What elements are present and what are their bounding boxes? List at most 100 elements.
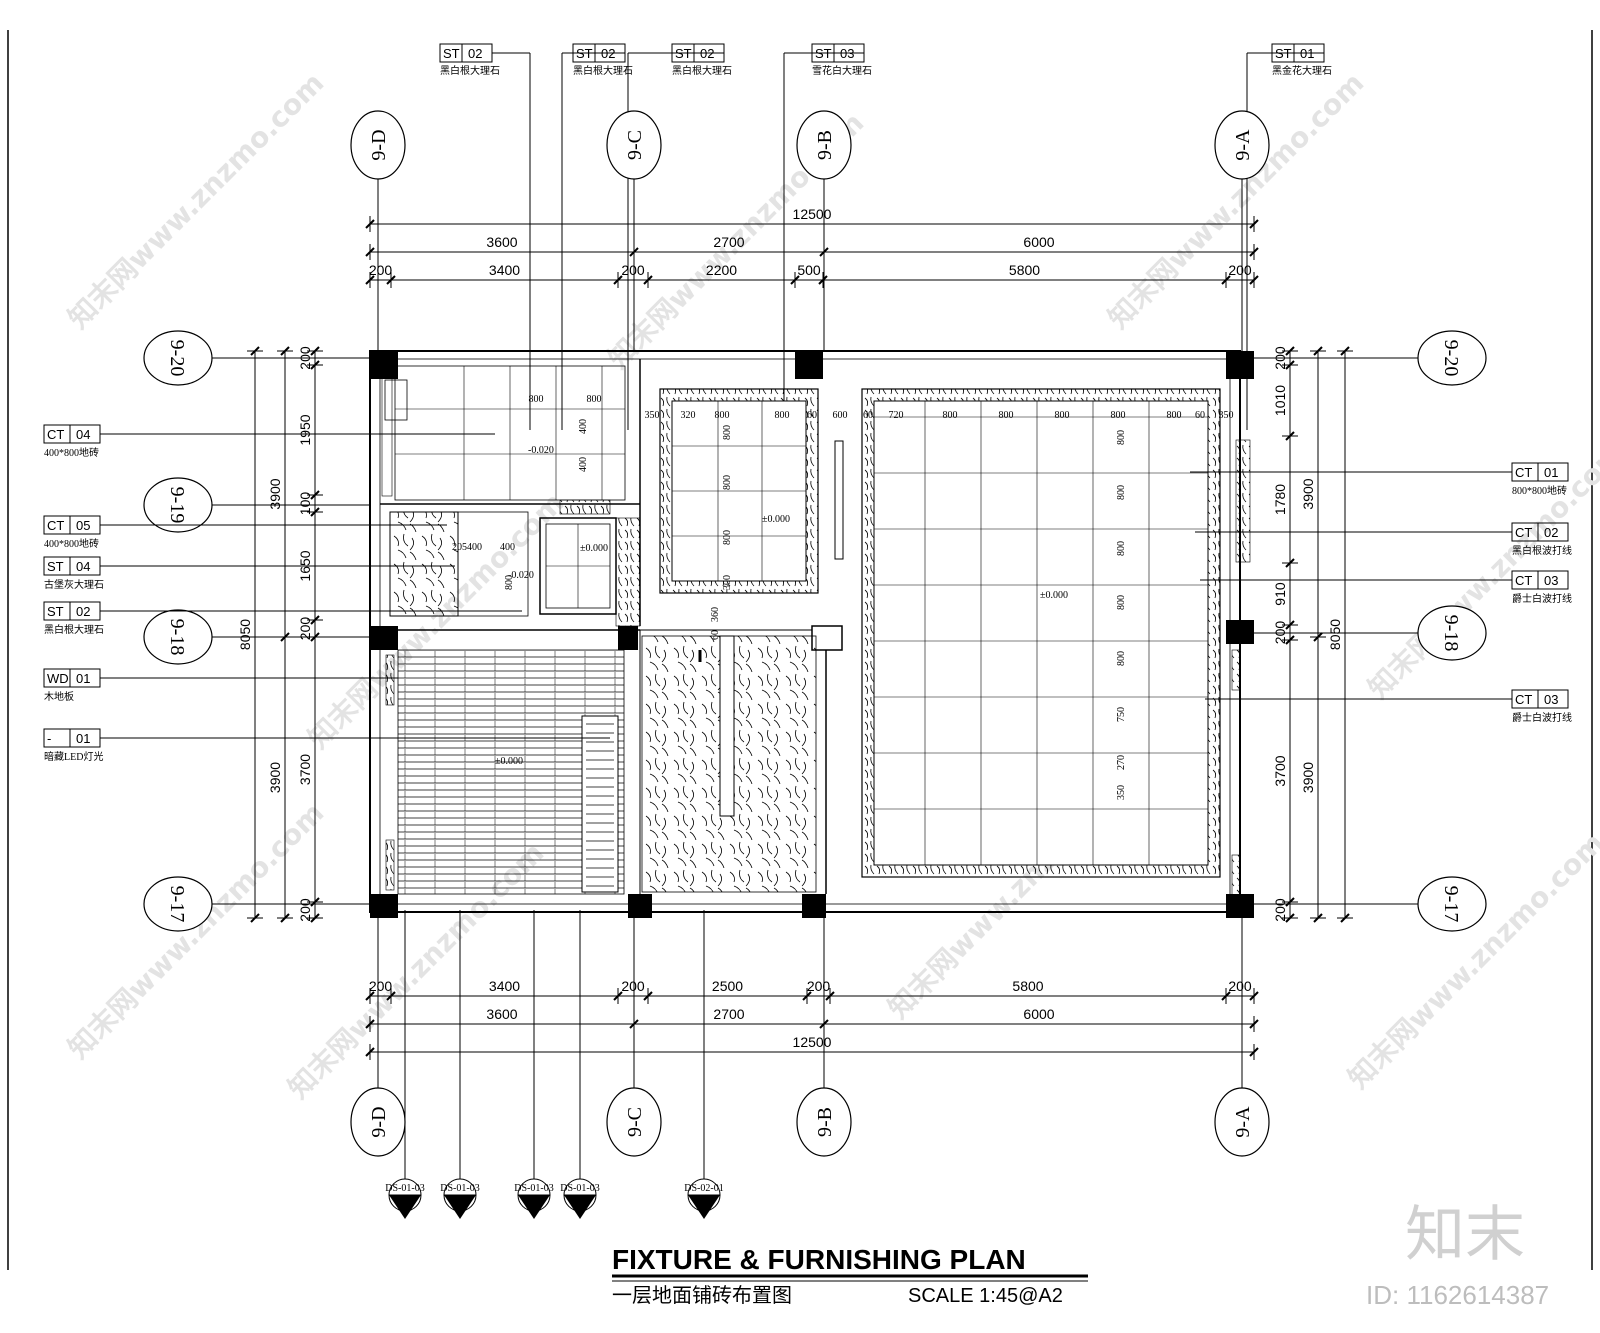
dim-label: 1780 (1272, 484, 1288, 515)
title-block: FIXTURE & FURNISHING PLAN 一层地面铺砖布置图 SCAL… (612, 1244, 1088, 1307)
dim-slash (386, 991, 396, 1001)
tag-desc: 木地板 (44, 690, 74, 703)
wc-room-tiles (381, 365, 626, 501)
tag-num-box (1537, 689, 1569, 709)
dim-slash (643, 991, 653, 1001)
inner-dim: 800 (504, 575, 515, 590)
inner-dim: 270 (1116, 755, 1127, 770)
dim-slash (310, 507, 320, 517)
grid-label: 9-D (368, 129, 390, 160)
dim-slash (1221, 991, 1231, 1001)
inner-dim: 350 (1116, 785, 1127, 800)
plan-title: FIXTURE & FURNISHING PLAN (612, 1244, 1026, 1275)
tag-num: 04 (76, 427, 90, 442)
grid-label: 9-18 (1440, 615, 1462, 652)
dim-label: 910 (1272, 582, 1288, 606)
watermark-logo: 知末 (1405, 1200, 1525, 1270)
dim-label: 1950 (297, 414, 313, 445)
dim-label: 8050 (1327, 619, 1343, 650)
inner-dim: 800 (722, 475, 733, 490)
marker-ref: DS-01-03 (440, 1183, 479, 1194)
dim-label: 200 (297, 898, 313, 922)
dim-label: 200 (297, 617, 313, 641)
tag-code: CT (47, 518, 64, 533)
dim-slash (310, 346, 320, 356)
dim-label: 200 (621, 978, 645, 994)
marker-ref: DS-01-03 (514, 1183, 553, 1194)
tag-code: - (47, 731, 51, 746)
marker-arrow (444, 1195, 476, 1219)
grid-right: 9-209-189-17 (1254, 330, 1487, 932)
dim-slash (280, 346, 290, 356)
grid-label: 9-A (1232, 1106, 1254, 1138)
dim-slash (1340, 913, 1350, 923)
dim-label: 2200 (706, 262, 737, 278)
dim-slash (1249, 1047, 1259, 1057)
dim-slash (250, 346, 260, 356)
dim-slash (1249, 219, 1259, 229)
grid-label: 9-17 (166, 886, 188, 923)
dim-label: 500 (797, 262, 821, 278)
dim-slash (365, 247, 375, 257)
dim-slash (386, 275, 396, 285)
tag-desc: 古堡灰大理石 (44, 578, 104, 591)
inner-dim: 320 (681, 410, 696, 421)
dim-slash (1249, 275, 1259, 285)
grid-left: 9-209-199-189-17 (143, 330, 370, 932)
dim-slash (1313, 346, 1323, 356)
dim-slash (280, 632, 290, 642)
dim-slash (1285, 346, 1295, 356)
dim-slash (1313, 632, 1323, 642)
marker-num: 14 (529, 1199, 539, 1210)
inner-dim: 800 (775, 410, 790, 421)
inner-dim: 800 (529, 394, 544, 405)
watermark-text: 知末网www.znzmo.com (1102, 66, 1371, 335)
inner-dim: 360 (710, 607, 721, 622)
inner-dim: 400 (578, 419, 589, 434)
marker-ref: DS-01-03 (385, 1183, 424, 1194)
dim-label: 3900 (1300, 762, 1316, 793)
marker-arrow (389, 1195, 421, 1219)
level-mark: ±0.000 (1040, 590, 1068, 601)
dim-slash (825, 991, 835, 1001)
inner-dim: 400 (500, 542, 515, 553)
dim-slash (365, 991, 375, 1001)
dim-label: 3900 (267, 762, 283, 793)
level-mark: ±0.000 (495, 756, 523, 767)
tag-desc: 400*800地砖 (44, 537, 99, 550)
inner-dim: 750 (1116, 707, 1127, 722)
dim-slash (1249, 247, 1259, 257)
dim-slash (310, 615, 320, 625)
dim-label: 3600 (486, 1006, 517, 1022)
dim-label: 3400 (489, 978, 520, 994)
dim-slash (613, 991, 623, 1001)
dim-slash (1249, 991, 1259, 1001)
tag-code: CT (1515, 525, 1532, 540)
inner-dim: 300 (722, 575, 733, 590)
building-walls (369, 350, 1254, 918)
tag-desc: 400*800地砖 (44, 446, 99, 459)
tag-code: CT (1515, 692, 1532, 707)
grid-label: 9-C (624, 1107, 646, 1137)
tag-code: CT (1515, 573, 1532, 588)
dim-label: 2500 (712, 978, 743, 994)
tag-num-box (1537, 462, 1569, 482)
dim-label: 2700 (713, 234, 744, 250)
dim-label: 200 (1228, 262, 1252, 278)
dim-slash (1221, 275, 1231, 285)
dim-slash (365, 1047, 375, 1057)
inner-dim: 205400 (452, 542, 482, 553)
dim-slash (613, 275, 623, 285)
dim-slash (310, 632, 320, 642)
dim-slash (819, 247, 829, 257)
level-mark: -0.020 (508, 570, 534, 581)
marker-ref: DS-02-01 (684, 1183, 723, 1194)
tag-num-box (1537, 522, 1569, 542)
marker-num: 15 (400, 1199, 410, 1210)
dim-slash (819, 1019, 829, 1029)
inner-dim: 800 (722, 530, 733, 545)
grid-label: 9-D (368, 1106, 390, 1137)
